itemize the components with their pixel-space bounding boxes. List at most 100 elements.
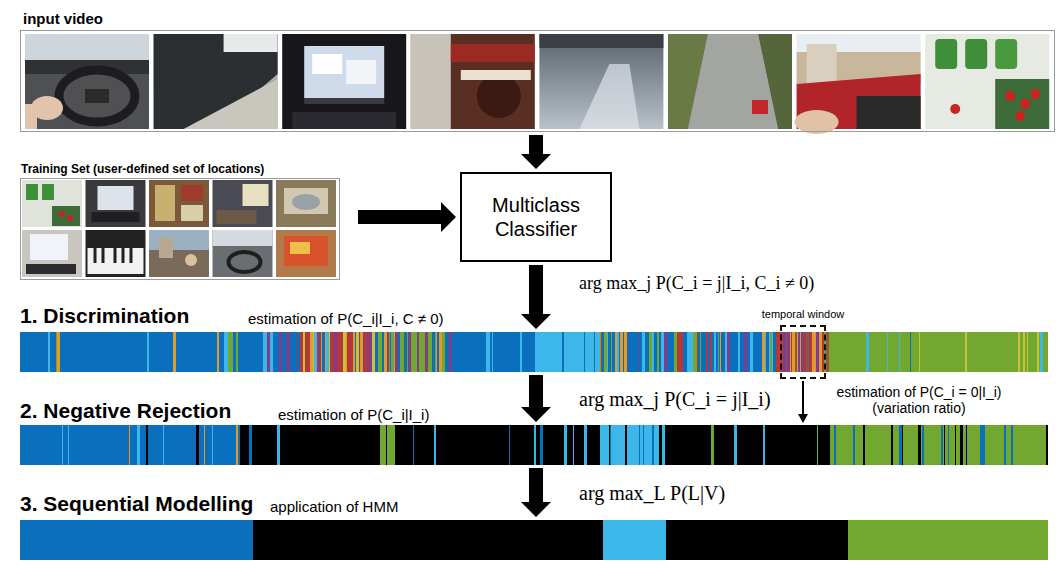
video-frame-part [477, 74, 521, 118]
block-arrow [521, 135, 551, 169]
frame-stripe [204, 425, 205, 465]
video-frame-part [25, 34, 149, 129]
frame-stripe [384, 332, 387, 372]
frame-stripe [287, 332, 290, 372]
frame-stripe [680, 332, 683, 372]
training-tile [86, 230, 146, 277]
strip-heading: input video [23, 10, 103, 28]
arrow-body [521, 468, 551, 517]
training-tile-part [292, 194, 320, 210]
video-frame-part [668, 34, 792, 129]
video-frame-part [1020, 99, 1030, 109]
frame-stripe [439, 332, 442, 372]
video-strip: input video [20, 30, 1055, 132]
frame-stripe [129, 425, 130, 465]
frame-stripe [398, 332, 400, 372]
frame-stripe [56, 332, 57, 372]
training-tile-part [98, 186, 134, 210]
frame-stripe [1023, 332, 1025, 372]
frame-stripe [68, 425, 69, 465]
frame-stripe [960, 425, 963, 465]
arrow-body [521, 135, 551, 169]
training-tile-part [26, 264, 76, 274]
video-frame-part [795, 110, 839, 134]
segment-labels-strip [20, 520, 1048, 560]
video-frame-part [995, 79, 1049, 129]
strip-segment [665, 425, 830, 465]
strip-segment [380, 425, 400, 465]
frame-stripe [540, 425, 543, 465]
frame-stripe [562, 332, 563, 372]
training-tile-part [181, 185, 203, 201]
frame-stripe [413, 425, 414, 465]
training-tile-part [94, 248, 97, 263]
frame-stripe [265, 332, 267, 372]
training-tile [22, 180, 82, 227]
frame-stripe [334, 332, 337, 372]
frame-stripe [822, 332, 824, 372]
frame-stripe [434, 425, 436, 465]
frame-stripe [1018, 332, 1020, 372]
frame-stripe [372, 332, 375, 372]
video-frame-part [1015, 111, 1025, 121]
video-frame [411, 34, 535, 129]
video-frame [668, 34, 792, 129]
frame-stripe [902, 425, 903, 465]
frame-stripe [620, 332, 623, 372]
frame-stripe [359, 332, 360, 372]
video-frame-part [579, 64, 639, 129]
training-tile-part [22, 230, 82, 277]
frame-stripe [806, 332, 809, 372]
frame-stripe [677, 332, 680, 372]
video-frame-part [925, 34, 1049, 129]
frame-stripe [795, 332, 797, 372]
edge-note: estimation of P(C_i = 0|I_i) (variation … [817, 384, 1021, 416]
step-note: estimation of P(C_i|I_i) [278, 406, 429, 424]
training-tile [22, 230, 82, 277]
frame-stripe [690, 332, 693, 372]
frame-stripe [382, 332, 384, 372]
frame-stripe [360, 332, 363, 372]
frame-stripe [329, 332, 330, 372]
arrow-body [521, 265, 551, 329]
frame-stripe [212, 425, 213, 465]
video-frame [539, 34, 663, 129]
training-tile-part [86, 230, 146, 277]
strip-segment [600, 332, 780, 372]
video-frame-part [807, 44, 837, 84]
frame-stripe [941, 425, 943, 465]
video-frame-part [224, 34, 278, 52]
frame-stripe [486, 332, 489, 372]
frame-stripe [609, 425, 610, 465]
training-tile-part [86, 180, 146, 227]
training-tile-part [276, 180, 336, 227]
frame-stripe [1011, 425, 1013, 465]
training-tile-part [284, 236, 328, 266]
frame-stripe [776, 332, 779, 372]
frame-stripe [600, 332, 601, 372]
frame-stripe [711, 425, 714, 465]
frame-stripe [624, 332, 627, 372]
video-frame [925, 34, 1049, 129]
frame-stripe [321, 332, 322, 372]
frame-stripe [395, 332, 398, 372]
frame-stripe [817, 425, 818, 465]
video-frame-part [292, 112, 396, 129]
frame-stripe [791, 332, 792, 372]
strip-segment [666, 520, 848, 560]
frame-stripe [965, 332, 967, 372]
frame-stripe [263, 332, 265, 372]
training-tile-part [59, 211, 65, 217]
frame-stripe [437, 332, 439, 372]
frame-stripe [1004, 425, 1006, 465]
frame-stripe [661, 332, 664, 372]
frame-stripe [279, 332, 282, 372]
frame-stripe [980, 425, 983, 465]
training-tile-part [213, 230, 273, 246]
frame-stripe [744, 332, 747, 372]
frame-stripe [790, 332, 791, 372]
strip-segment [20, 425, 240, 465]
frame-stripe [217, 332, 219, 372]
frame-stripe [228, 332, 230, 372]
